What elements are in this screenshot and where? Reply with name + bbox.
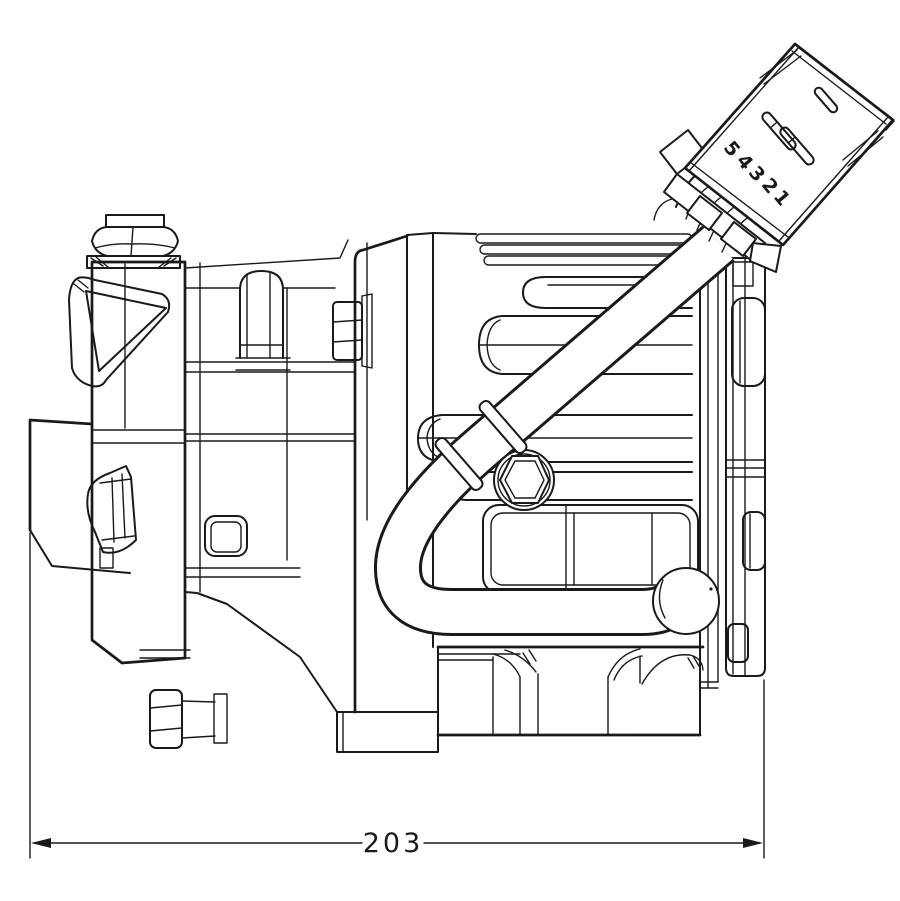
connector-latch-clip-2 <box>720 221 757 257</box>
lower-bolt-tip <box>213 693 228 744</box>
hex-nut <box>91 226 179 257</box>
hex-fitting <box>86 214 181 269</box>
hose-clamp-2 <box>434 436 484 492</box>
rear-plates <box>691 247 766 736</box>
base-feet <box>436 645 719 737</box>
hose-clamp-1 <box>478 399 528 455</box>
plate-tab-upper <box>731 297 766 387</box>
hex-plug <box>493 449 555 511</box>
top-band-1 <box>475 233 693 244</box>
connector-slot-2 <box>779 126 815 166</box>
left-foot <box>336 711 439 753</box>
flange-pocket <box>68 276 171 388</box>
dimension-arrow-left <box>31 838 51 848</box>
fitting-cap <box>105 214 165 228</box>
connector-latch-clip-1 <box>686 195 723 231</box>
flange-pocket-triangle <box>85 290 167 372</box>
hose <box>374 224 735 636</box>
dimension-annotation: 203 <box>29 532 765 859</box>
plate-tab-mid <box>742 511 766 571</box>
lower-bolt-head <box>149 689 183 749</box>
shaft-key-step <box>99 547 114 569</box>
shaft-key <box>86 465 137 554</box>
dimension-label: 203 <box>363 828 424 859</box>
connector-latch-end <box>749 242 782 273</box>
connector-slot-3 <box>813 86 839 114</box>
top-band-2 <box>479 244 693 255</box>
hose-end-fitting <box>652 567 720 635</box>
dimension-arrow-right <box>743 838 763 848</box>
plate-tab-bottom <box>727 623 749 663</box>
mounting-flange <box>68 239 349 665</box>
hex-plug-head <box>499 455 550 504</box>
lower-tab <box>204 515 248 557</box>
bolt-boss <box>239 270 284 359</box>
plate-tab-top <box>732 261 754 287</box>
side-bolt-head <box>332 301 363 361</box>
side-bolt-flange <box>361 293 373 369</box>
cooling-fin-1 <box>522 276 693 309</box>
mid-housing <box>139 262 439 753</box>
connector: 5 4 3 2 1 <box>659 42 895 273</box>
